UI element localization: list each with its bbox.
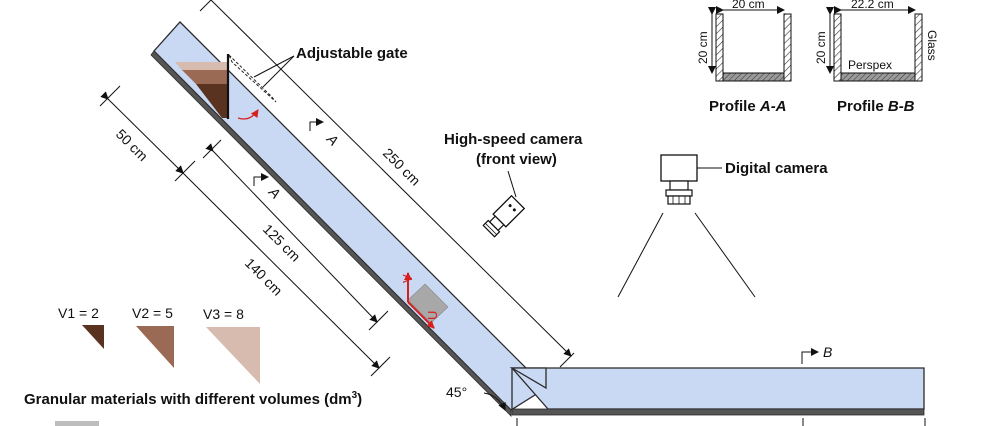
legend-bottom-bar [55, 421, 99, 426]
profile-a-right-wall [783, 13, 792, 82]
adjustable-gate-label: Adjustable gate [296, 45, 408, 62]
horizontal-base-plate [511, 408, 925, 416]
section-marker-a-upper: A [309, 118, 342, 149]
digital-camera: Digital camera [617, 154, 828, 298]
v3-label: V3 = 8 [203, 306, 244, 322]
dim-50-label: 50 cm [113, 126, 151, 164]
view-line-right [694, 212, 756, 298]
digital-camera-body [660, 154, 698, 182]
profile-b-base [840, 72, 916, 82]
high-speed-camera-icon [482, 194, 526, 238]
angle-arc [483, 392, 506, 411]
high-speed-camera: High-speed camera (front view) [444, 131, 583, 238]
profile-a-base [722, 72, 785, 82]
profile-a: 20 cm 20 cm Profile A-A [696, 0, 792, 115]
inclined-base-plate [150, 50, 512, 417]
gate-leader-2 [262, 55, 295, 88]
v2-label: V2 = 5 [132, 305, 173, 321]
profile-a-caption: Profile A-A [709, 98, 787, 115]
high-speed-camera-label-1: High-speed camera [444, 131, 583, 148]
horizontal-flume [509, 367, 926, 426]
profile-b-width-label: 22.2 cm [851, 0, 894, 11]
gate-leader-1 [253, 55, 295, 78]
u-vector-label: U [425, 311, 440, 320]
dim-250-label: 250 cm [380, 145, 424, 189]
junction-corner-left [509, 367, 547, 390]
section-b-label: B [823, 344, 832, 360]
granular-mass-v3 [175, 62, 228, 70]
v-vector-label: V [400, 274, 415, 283]
profile-a-left-wall [715, 13, 724, 82]
profile-a-height-label: 20 cm [696, 31, 710, 64]
volume-caption: Granular materials with different volume… [24, 390, 362, 408]
profile-b-left-wall [833, 13, 842, 82]
profile-a-width-label: 20 cm [732, 0, 765, 11]
profile-b: 22.2 cm 20 cm Perspex Glass Profile B-B [814, 0, 939, 115]
dimension-50: 50 cm [99, 85, 196, 182]
profile-b-caption: Profile B-B [837, 98, 915, 115]
digital-camera-label: Digital camera [725, 160, 828, 177]
profile-b-glass-label: Glass [925, 30, 939, 61]
high-speed-camera-label-2: (front view) [476, 151, 557, 168]
v1-label: V1 = 2 [58, 305, 99, 321]
dim-125-label: 125 cm [260, 221, 304, 265]
horizontal-channel [510, 367, 925, 410]
v1-swatch [82, 325, 104, 349]
angle-label: 45° [446, 384, 467, 400]
section-a-upper-label: A [323, 130, 342, 149]
v3-swatch [206, 327, 260, 384]
dim-140-label: 140 cm [242, 255, 286, 299]
view-line-left [617, 212, 664, 298]
section-marker-b: B [801, 344, 832, 364]
profile-b-right-wall [914, 13, 923, 82]
profile-b-perspex-label: Perspex [848, 58, 892, 72]
profile-b-height-label: 20 cm [814, 31, 828, 64]
inclined-flume [150, 21, 548, 417]
v2-swatch [136, 326, 174, 368]
volume-legend: V1 = 2 V2 = 5 V3 = 8 Granular materials … [24, 305, 362, 426]
